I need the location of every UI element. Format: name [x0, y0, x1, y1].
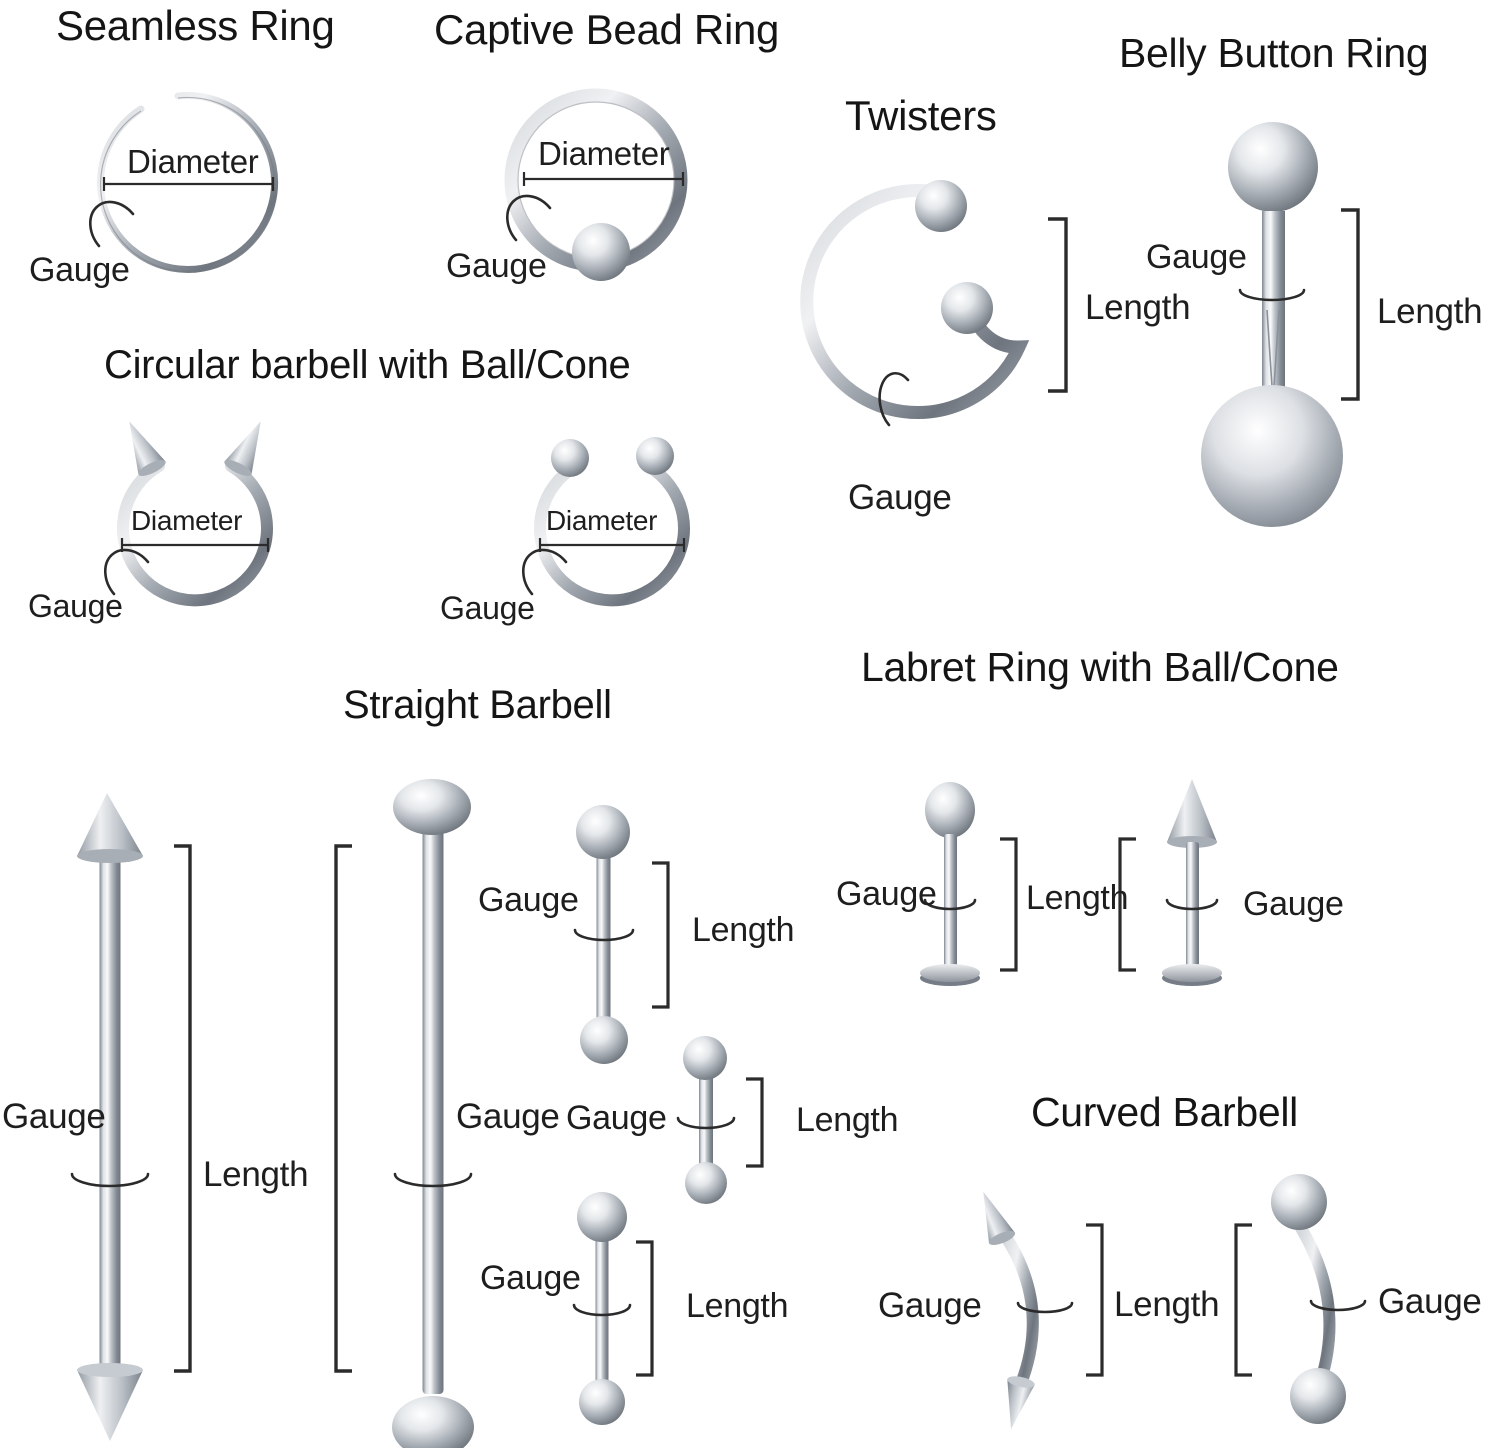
twisters-length-label: Length: [1085, 288, 1191, 327]
labret-cone-gauge-label: Gauge: [1243, 885, 1344, 923]
labret-length-label: Length: [1026, 879, 1129, 917]
seamless-diameter-line: [102, 177, 275, 191]
captive-bead-ring-title: Captive Bead Ring: [434, 6, 780, 53]
curved-length-label: Length: [1114, 1285, 1220, 1324]
industrial-ball-bottom: [392, 1396, 474, 1448]
seamless-gauge-label: Gauge: [29, 251, 130, 289]
small-top-gauge-label: Gauge: [478, 881, 579, 919]
small-middle-length-label: Length: [796, 1101, 899, 1139]
circular-ball-diameter-label: Diameter: [546, 505, 658, 536]
small-middle-gauge-rotation-icon: [676, 1116, 736, 1130]
labret-ring-title: Labret Ring with Ball/Cone: [861, 644, 1339, 690]
industrial-barbell-cone-graphic: [70, 793, 192, 1441]
straight-barbell-title: Straight Barbell: [343, 683, 612, 727]
circular-ball-left: [551, 439, 589, 477]
captive-gauge-label: Gauge: [446, 247, 547, 285]
belly-gauge-rotation-icon: [1238, 288, 1306, 302]
captive-gauge-rotation-icon: [506, 194, 552, 242]
small-top-length-label: Length: [692, 911, 795, 949]
curved-barbell-ball-graphic: [1271, 1174, 1367, 1424]
industrial-ball-length-bracket: [334, 844, 352, 1373]
belly-bottom-ball: [1201, 385, 1343, 527]
circular-barbell-cone-graphic: [104, 421, 273, 607]
twisters-length-bracket: [1048, 217, 1068, 393]
labret-cone-graphic: [1162, 779, 1222, 986]
seamless-ring-graphic: [89, 91, 279, 273]
belly-length-bracket: [1341, 208, 1360, 401]
labret-length-bracket-right: [1118, 837, 1136, 972]
seamless-gauge-rotation-icon: [89, 200, 135, 248]
curved-cone-gauge-rotation-icon: [1016, 1301, 1074, 1314]
captive-bead-ring-graphic: [504, 88, 688, 281]
belly-length-label: Length: [1377, 292, 1483, 331]
industrial-cone-gauge-label: Gauge: [2, 1097, 106, 1136]
circular-cone-diameter-label: Diameter: [131, 505, 243, 536]
small-middle-gauge-label: Gauge: [566, 1099, 667, 1137]
labret-ball-gauge-label: Gauge: [836, 875, 937, 913]
belly-top-ball: [1228, 122, 1318, 212]
small-top-gauge-rotation-icon: [573, 928, 635, 942]
small-bottom-length-label: Length: [686, 1287, 789, 1325]
small-barbell-top-graphic: [573, 805, 670, 1064]
circular-ball-right: [636, 437, 674, 475]
industrial-cone-length-label: Length: [203, 1155, 309, 1194]
captive-diameter-line: [522, 172, 685, 186]
labret-length-bracket-left: [1000, 837, 1018, 972]
labret-ball-graphic: [920, 782, 1136, 986]
twisters-gauge-rotation-icon: [878, 372, 910, 427]
circular-ball-gauge-rotation-icon: [522, 548, 568, 596]
curved-barbell-cone-graphic: [983, 1191, 1252, 1429]
seamless-diameter-label: Diameter: [127, 143, 259, 180]
curved-ball-gauge-rotation-icon: [1309, 1299, 1367, 1312]
industrial-cone-length-bracket: [174, 844, 192, 1373]
seamless-ring-title: Seamless Ring: [56, 2, 335, 49]
twister-ball-inner: [941, 282, 993, 334]
labret-ball-gauge-rotation-icon: [923, 898, 977, 911]
captive-bead: [572, 223, 630, 281]
circular-barbell-ball-graphic: [522, 437, 690, 607]
belly-button-ring-graphic: [1201, 122, 1360, 527]
curved-ball-gauge-label: Gauge: [1378, 1282, 1482, 1321]
twister-ball-top: [915, 180, 967, 232]
small-barbell-bottom-graphic: [572, 1192, 654, 1425]
small-barbell-middle-graphic: [676, 1036, 764, 1204]
curved-length-bracket-right: [1234, 1223, 1252, 1377]
twisters-gauge-label: Gauge: [848, 478, 952, 517]
captive-diameter-label: Diameter: [538, 135, 670, 172]
small-bottom-gauge-rotation-icon: [572, 1303, 632, 1317]
small-top-length-bracket: [652, 861, 670, 1009]
industrial-ball-gauge-label: Gauge: [456, 1097, 560, 1136]
curved-length-bracket-left: [1086, 1223, 1104, 1377]
circular-cone-gauge-rotation-icon: [104, 548, 150, 596]
industrial-barbell-ball-graphic: [334, 779, 474, 1448]
curved-cone-gauge-label: Gauge: [878, 1286, 982, 1325]
circular-cone-gauge-label: Gauge: [28, 588, 123, 624]
labret-cone-gauge-rotation-icon: [1165, 898, 1219, 911]
belly-button-ring-title: Belly Button Ring: [1119, 30, 1429, 76]
circular-ball-diameter-line: [538, 538, 686, 552]
industrial-cone-gauge-rotation-icon: [70, 1172, 150, 1188]
small-bottom-gauge-label: Gauge: [480, 1259, 581, 1297]
twisters-title: Twisters: [845, 92, 997, 139]
curved-barbell-title: Curved Barbell: [1031, 1089, 1298, 1135]
small-bottom-length-bracket: [636, 1240, 654, 1377]
circular-barbell-title: Circular barbell with Ball/Cone: [104, 343, 631, 387]
small-middle-length-bracket: [746, 1077, 764, 1168]
industrial-ball-gauge-rotation-icon: [393, 1172, 473, 1188]
circular-cone-diameter-line: [120, 538, 270, 552]
belly-gauge-label: Gauge: [1146, 238, 1247, 276]
circular-ball-gauge-label: Gauge: [440, 590, 535, 626]
twisters-graphic: [800, 180, 1068, 427]
industrial-ball-top: [393, 779, 471, 835]
